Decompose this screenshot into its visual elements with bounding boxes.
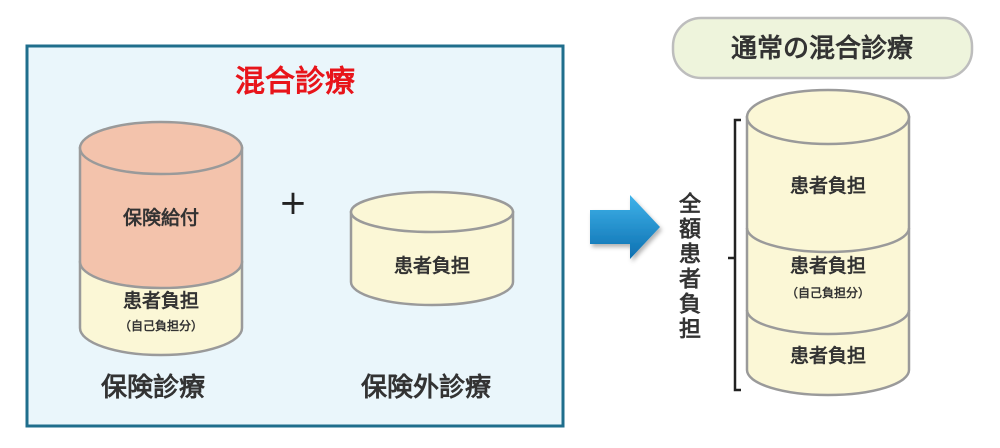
segment-label: 患者負担: [790, 254, 866, 277]
full-burden-cylinder: [745, 88, 911, 397]
svg-text:全: 全: [678, 192, 702, 218]
svg-text:患: 患: [679, 242, 701, 268]
svg-text:担: 担: [679, 318, 701, 343]
insurance-benefit-label: 保険給付: [122, 206, 199, 229]
svg-text:負: 負: [679, 292, 701, 318]
uninsured-treatment-label: 保険外診療: [360, 372, 492, 403]
patient-burden-label: 患者負担: [123, 289, 199, 312]
normal-mixed-treatment-pill: [671, 16, 974, 80]
svg-text:額: 額: [679, 217, 701, 243]
segment-sublabel: （自己負担分）: [786, 285, 870, 300]
svg-text:者: 者: [678, 268, 701, 293]
plus-sign: +: [279, 183, 308, 223]
full-patient-burden-vertical-label: 全 額 患 者 負 担: [678, 192, 702, 343]
segment-label: 患者負担: [790, 174, 866, 197]
insured-cylinder: [78, 120, 244, 357]
bracket: [728, 118, 741, 392]
uninsured-cylinder: [349, 190, 515, 307]
mixed-treatment-title: 混合診療: [235, 65, 355, 100]
uninsured-patient-burden-label: 患者負担: [394, 254, 470, 277]
self-pay-sublabel: （自己負担分）: [119, 318, 203, 333]
segment-label: 患者負担: [790, 344, 866, 367]
right-arrow-icon: [590, 195, 660, 259]
normal-mixed-treatment-title: 通常の混合診療: [731, 33, 914, 64]
insured-treatment-label: 保険診療: [100, 372, 206, 403]
